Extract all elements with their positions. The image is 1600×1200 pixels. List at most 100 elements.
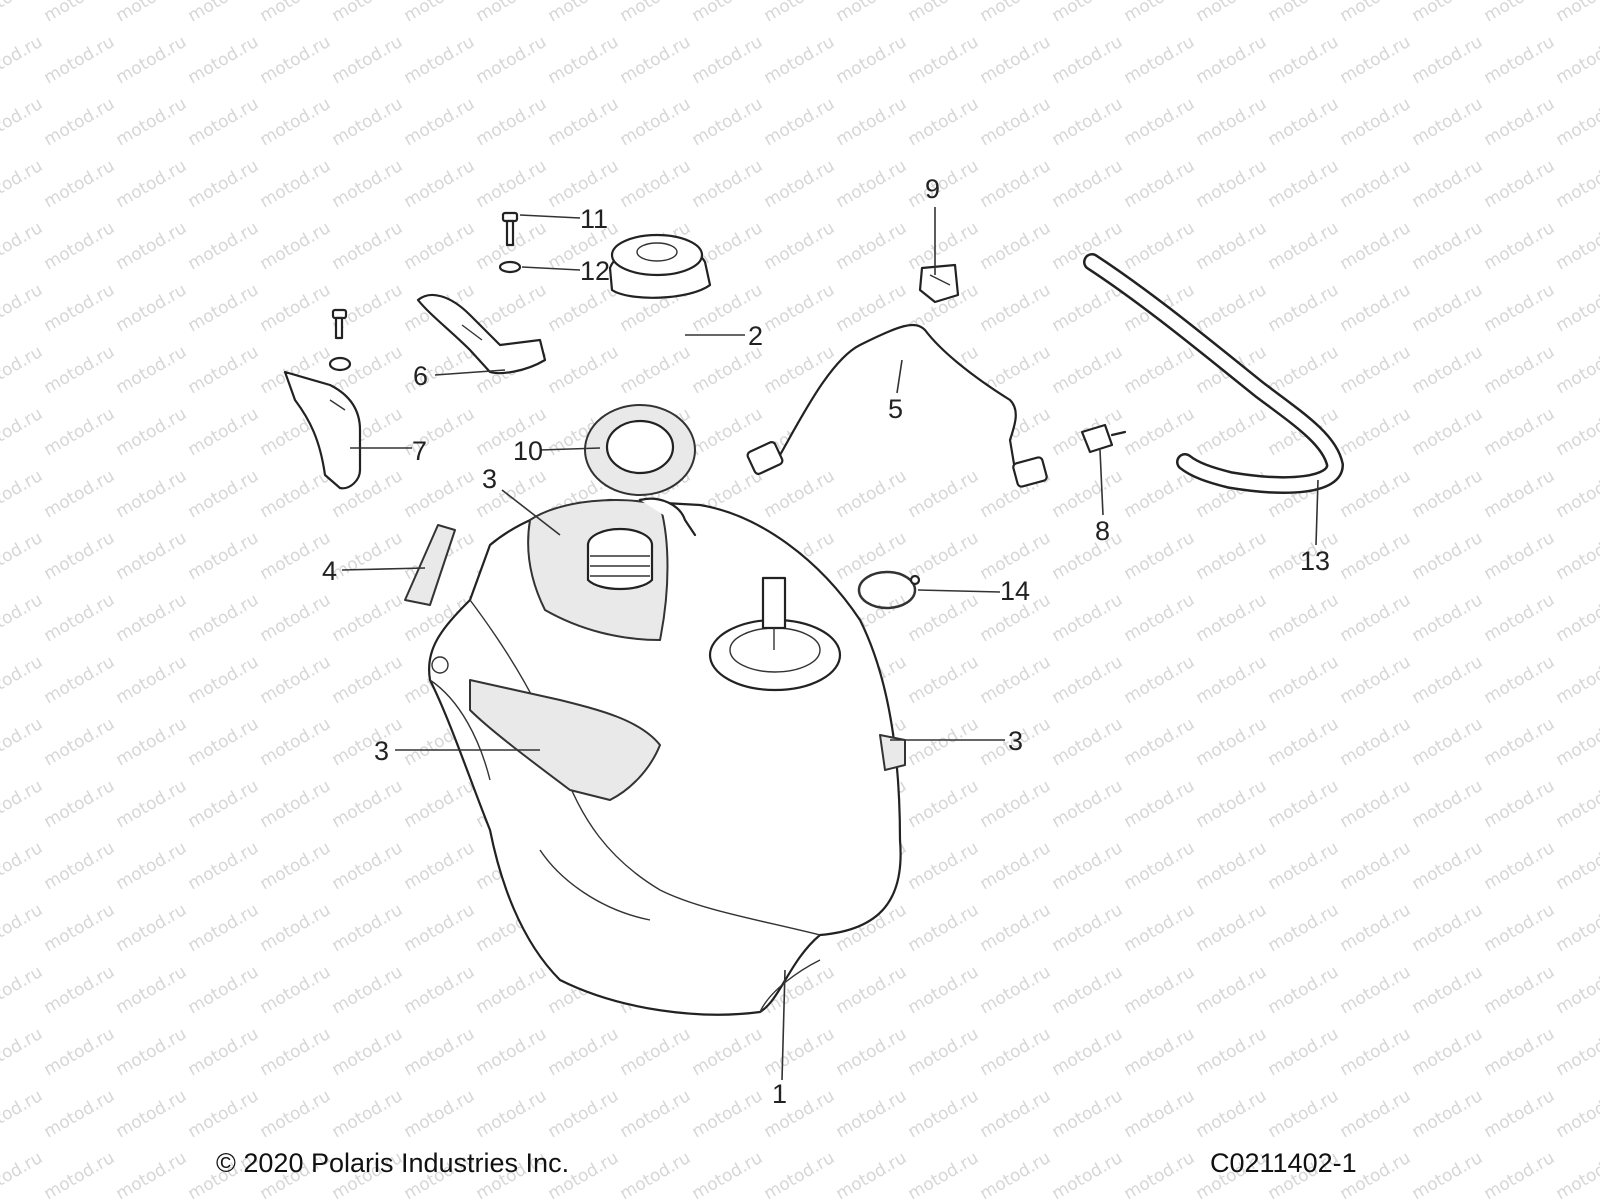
- watermark-text: motod.ru: [1049, 776, 1127, 832]
- watermark-text: motod.ru: [113, 32, 191, 88]
- watermark-text: motod.ru: [113, 94, 191, 150]
- watermark-text: motod.ru: [1193, 962, 1271, 1018]
- watermark-text: motod.ru: [0, 404, 46, 460]
- watermark-text: motod.ru: [0, 1024, 46, 1080]
- watermark-text: motod.ru: [113, 1148, 191, 1200]
- watermark-text: motod.ru: [1553, 280, 1600, 336]
- watermark-text: motod.ru: [1265, 280, 1343, 336]
- watermark-text: motod.ru: [1409, 94, 1487, 150]
- watermark-text: motod.ru: [833, 1086, 911, 1142]
- watermark-text: motod.ru: [41, 1024, 119, 1080]
- watermark-text: motod.ru: [545, 32, 623, 88]
- watermark-text: motod.ru: [1265, 94, 1343, 150]
- watermark-text: motod.ru: [1553, 94, 1600, 150]
- fuel-cap: [608, 233, 712, 299]
- watermark-text: motod.ru: [1265, 900, 1343, 956]
- watermark-text: motod.ru: [41, 1086, 119, 1142]
- watermark-text: motod.ru: [257, 590, 335, 646]
- watermark-text: motod.ru: [905, 590, 983, 646]
- watermark-text: motod.ru: [977, 156, 1055, 212]
- watermark-text: motod.ru: [977, 962, 1055, 1018]
- callout-11: 11: [580, 204, 608, 234]
- watermark-text: motod.ru: [0, 776, 46, 832]
- watermark-text: motod.ru: [0, 156, 46, 212]
- watermark-text: motod.ru: [1553, 156, 1600, 212]
- watermark-text: motod.ru: [1481, 32, 1559, 88]
- watermark-text: motod.ru: [1337, 32, 1415, 88]
- watermark-text: motod.ru: [1337, 776, 1415, 832]
- watermark-text: motod.ru: [833, 94, 911, 150]
- watermark-text: motod.ru: [1553, 342, 1600, 398]
- watermark-text: motod.ru: [401, 156, 479, 212]
- watermark-text: motod.ru: [113, 714, 191, 770]
- foam-pad-right: [879, 734, 906, 771]
- watermark-text: motod.ru: [1265, 1086, 1343, 1142]
- watermark-text: motod.ru: [1553, 590, 1600, 646]
- watermark-text: motod.ru: [545, 1086, 623, 1142]
- watermark-text: motod.ru: [1265, 156, 1343, 212]
- callout-13: 13: [1300, 546, 1330, 576]
- watermark-text: motod.ru: [1553, 1086, 1600, 1142]
- cable-tie: [857, 570, 921, 610]
- leader-lines: [341, 207, 1319, 1081]
- watermark-text: motod.ru: [1337, 466, 1415, 522]
- watermark-text: motod.ru: [545, 280, 623, 336]
- watermark-text: motod.ru: [1553, 838, 1600, 894]
- watermark-text: motod.ru: [1049, 838, 1127, 894]
- watermark-text: motod.ru: [113, 838, 191, 894]
- watermark-text: motod.ru: [1481, 776, 1559, 832]
- watermark-text: motod.ru: [113, 962, 191, 1018]
- callout-labels: 1 2 3 3 3 4 5 6 7 8 9 10 11 12 13 14: [322, 174, 1330, 1109]
- watermark-text: motod.ru: [0, 218, 46, 274]
- watermark-text: motod.ru: [1553, 0, 1600, 26]
- watermark-text: motod.ru: [1481, 1086, 1559, 1142]
- watermark-text: motod.ru: [41, 466, 119, 522]
- watermark-text: motod.ru: [185, 838, 263, 894]
- watermark-text: motod.ru: [1481, 1148, 1559, 1200]
- watermark-text: motod.ru: [1121, 528, 1199, 584]
- watermark-text: motod.ru: [257, 714, 335, 770]
- watermark-text: motod.ru: [1049, 1024, 1127, 1080]
- watermark-text: motod.ru: [689, 32, 767, 88]
- watermark-text: motod.ru: [113, 652, 191, 708]
- watermark-text: motod.ru: [617, 1148, 695, 1200]
- watermark-text: motod.ru: [1193, 94, 1271, 150]
- watermark-text: motod.ru: [473, 962, 551, 1018]
- watermark-text: motod.ru: [1121, 218, 1199, 274]
- watermark-text: motod.ru: [1409, 776, 1487, 832]
- watermark-text: motod.ru: [1481, 280, 1559, 336]
- watermark-text: motod.ru: [185, 404, 263, 460]
- watermark-text: motod.ru: [1337, 94, 1415, 150]
- watermark-text: motod.ru: [977, 32, 1055, 88]
- watermark-text: motod.ru: [1481, 0, 1559, 26]
- watermark-text: motod.ru: [329, 32, 407, 88]
- watermark-text: motod.ru: [833, 1148, 911, 1200]
- watermark-text: motod.ru: [0, 1086, 46, 1142]
- watermark-text: motod.ru: [257, 466, 335, 522]
- watermark-text: motod.ru: [1481, 900, 1559, 956]
- watermark-text: motod.ru: [1409, 900, 1487, 956]
- watermark-text: motod.ru: [257, 280, 335, 336]
- watermark-text: motod.ru: [257, 652, 335, 708]
- watermark-text: motod.ru: [1481, 404, 1559, 460]
- watermark-text: motod.ru: [1337, 528, 1415, 584]
- watermark-text: motod.ru: [1337, 1086, 1415, 1142]
- watermark-text: motod.ru: [1553, 404, 1600, 460]
- watermark-text: motod.ru: [761, 94, 839, 150]
- watermark-text: motod.ru: [0, 652, 46, 708]
- watermark-text: motod.ru: [1553, 776, 1600, 832]
- watermark-text: motod.ru: [1121, 466, 1199, 522]
- watermark-text: motod.ru: [977, 838, 1055, 894]
- watermark-text: motod.ru: [545, 342, 623, 398]
- watermark-text: motod.ru: [545, 94, 623, 150]
- watermark-text: motod.ru: [185, 962, 263, 1018]
- watermark-text: motod.ru: [113, 156, 191, 212]
- callout-2: 2: [748, 321, 763, 351]
- watermark-text: motod.ru: [1409, 1024, 1487, 1080]
- watermark-text: motod.ru: [1193, 652, 1271, 708]
- watermark-text: motod.ru: [1337, 0, 1415, 26]
- watermark-text: motod.ru: [41, 404, 119, 460]
- watermark-text: motod.ru: [1337, 156, 1415, 212]
- watermark-text: motod.ru: [1337, 1024, 1415, 1080]
- watermark-text: motod.ru: [1337, 714, 1415, 770]
